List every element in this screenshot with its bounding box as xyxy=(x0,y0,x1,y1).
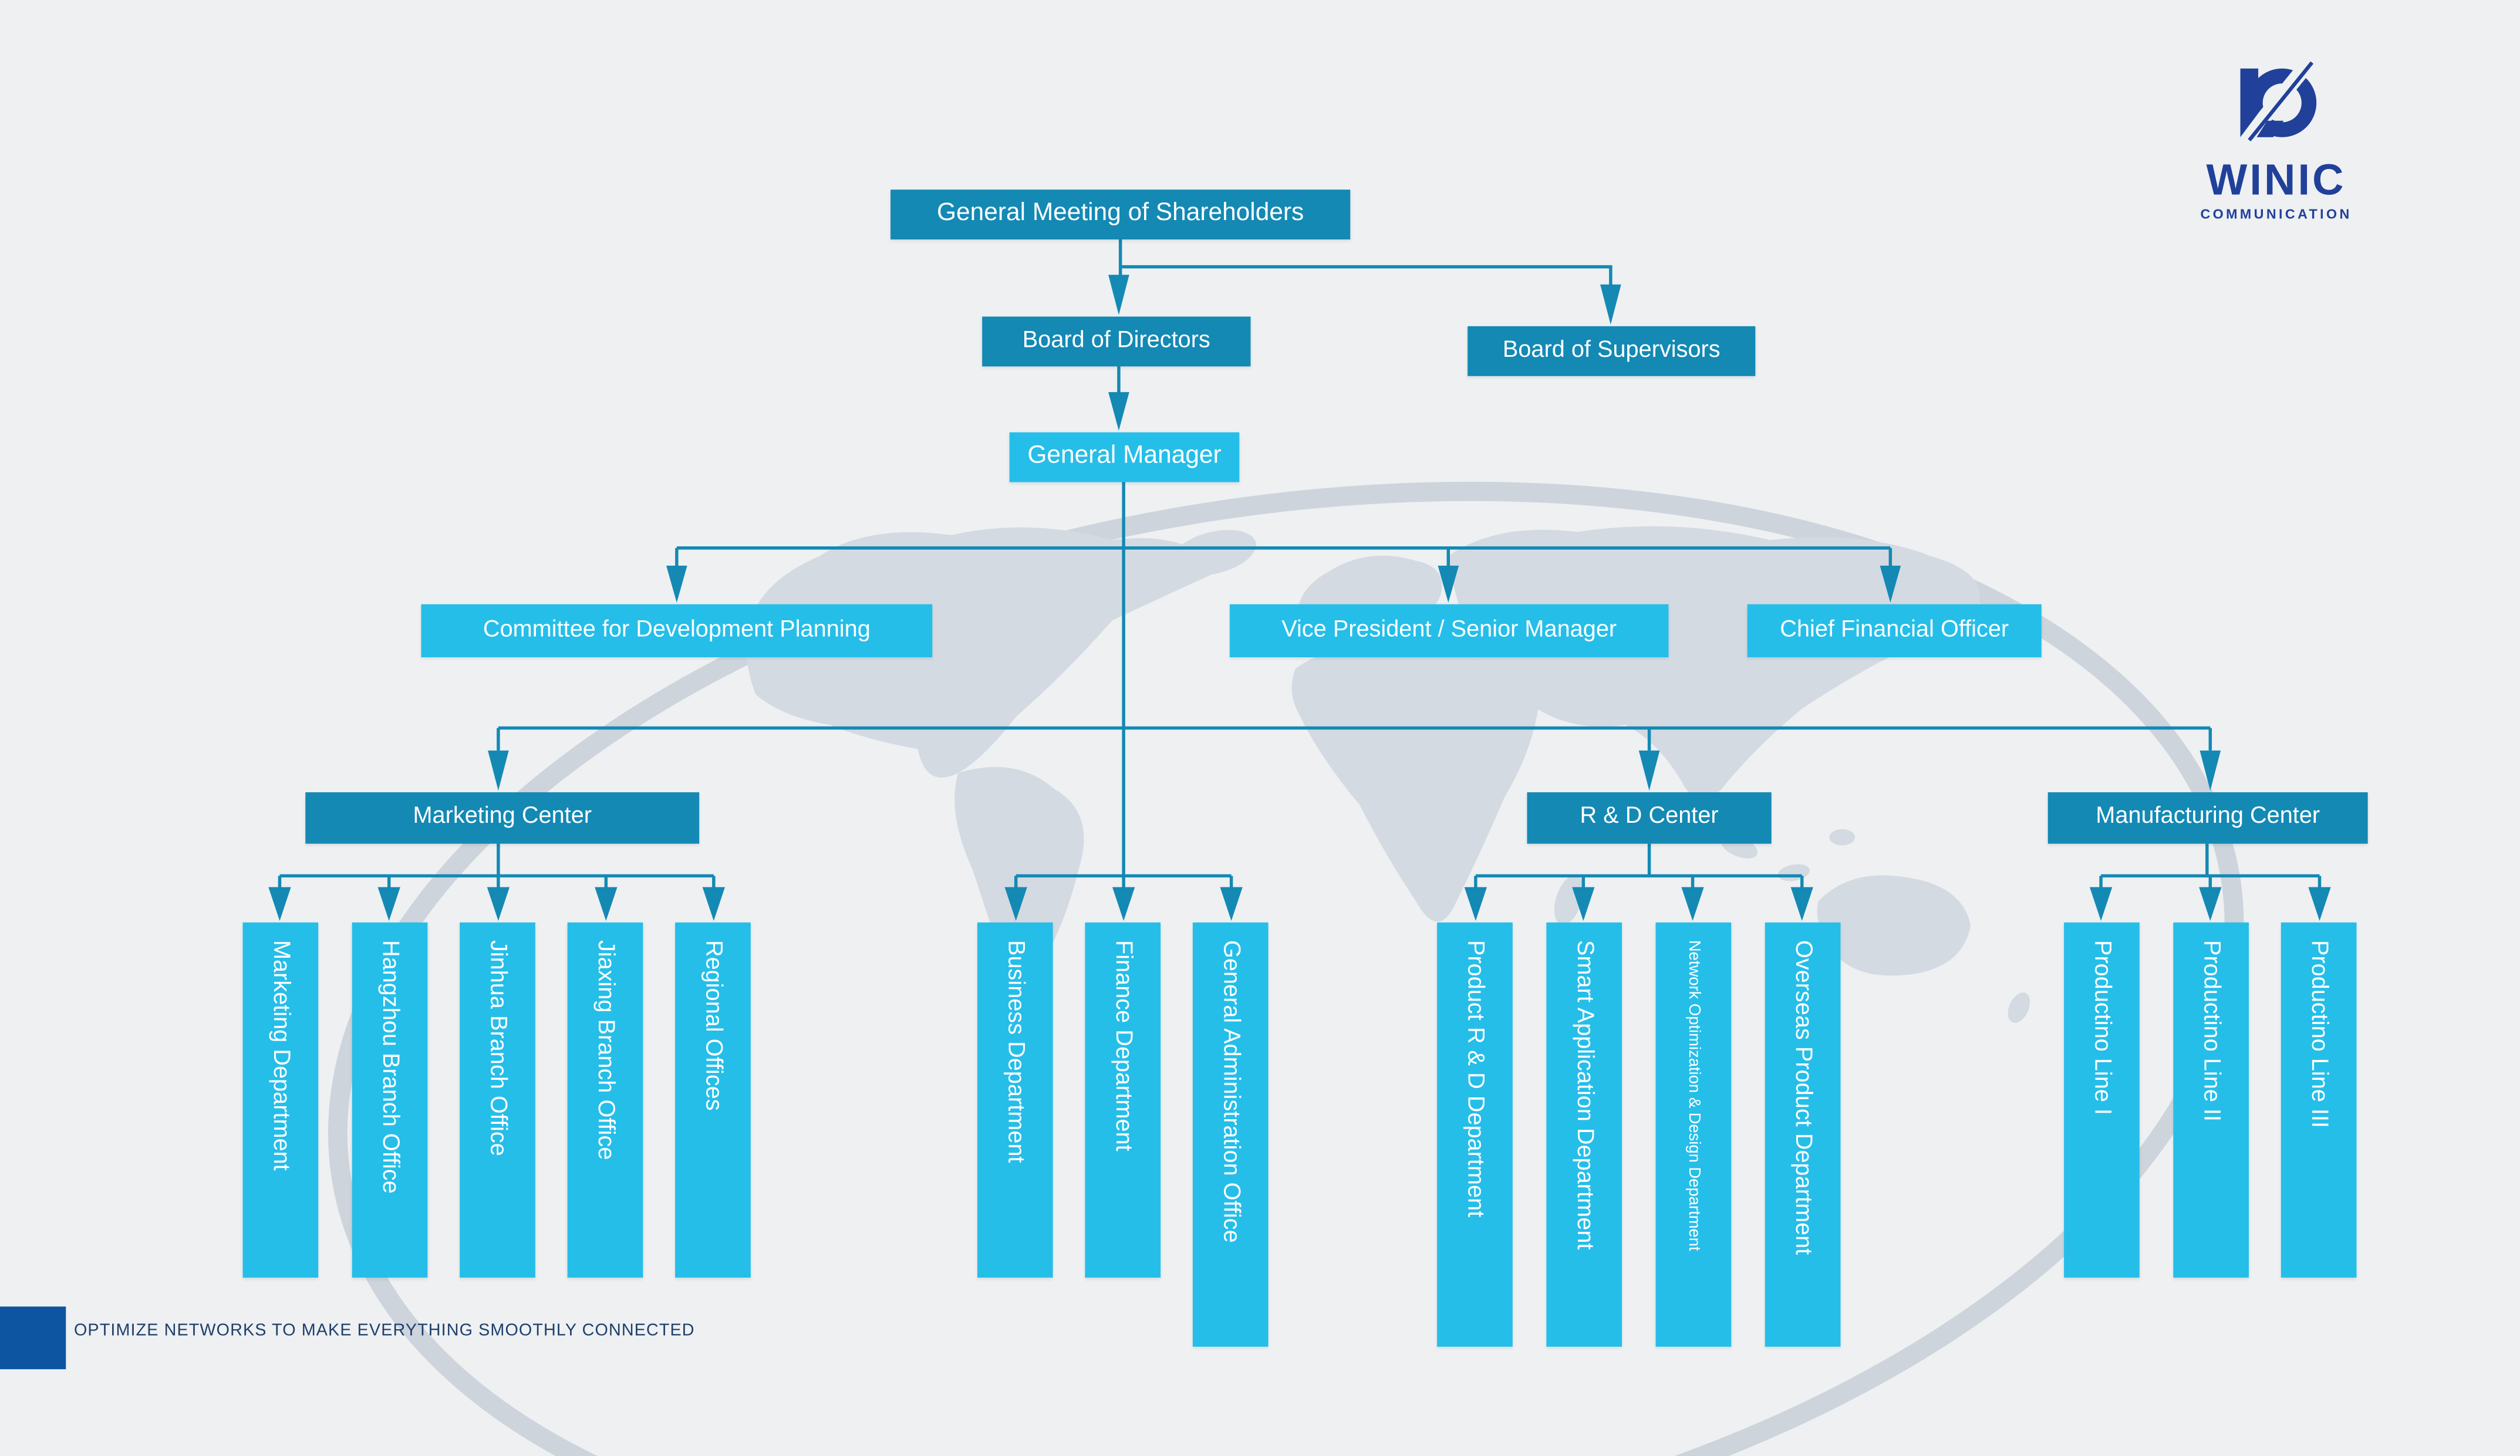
footer-slogan-text: OPTIMIZE NETWORKS TO MAKE EVERYTHING SMO… xyxy=(73,1320,695,1340)
footer-accent-square xyxy=(0,1306,66,1370)
node-general-manager: General Manager xyxy=(1009,432,1240,482)
node-board-of-supervisors: Board of Supervisors xyxy=(1468,326,1756,376)
node-vice-president-senior-manager: Vice President / Senior Manager xyxy=(1229,604,1669,658)
node-general-administration-office: General Administration Office xyxy=(1192,922,1269,1347)
node-business-department: Business Department xyxy=(977,922,1053,1278)
node-overseas-product-department: Overseas Product Department xyxy=(1765,922,1841,1347)
node-committee-development-planning: Committee for Development Planning xyxy=(421,604,933,658)
node-jinhua-branch-office: Jinhua Branch Office xyxy=(460,922,535,1278)
node-production-line-3: Productino Line III xyxy=(2281,922,2357,1278)
node-chief-financial-officer: Chief Financial Officer xyxy=(1747,604,2042,658)
node-production-line-1: Productino Line I xyxy=(2064,922,2140,1278)
node-marketing-center: Marketing Center xyxy=(305,792,700,844)
node-smart-application-department: Smart Application Department xyxy=(1546,922,1622,1347)
globe-arc xyxy=(328,481,2244,1456)
node-network-optimization-design-department: Network Optimization & Design Department xyxy=(1655,922,1732,1347)
node-finance-department: Finance Department xyxy=(1085,922,1161,1278)
node-marketing-department: Marketing Department xyxy=(242,922,319,1278)
winic-logo-icon xyxy=(2234,61,2322,145)
node-product-rd-department: Product R & D Department xyxy=(1437,922,1513,1347)
node-board-of-directors: Board of Directors xyxy=(982,316,1251,367)
arrowheads xyxy=(268,275,2331,921)
node-jiaxing-branch-office: Jiaxing Branch Office xyxy=(567,922,643,1278)
node-general-meeting-of-shareholders: General Meeting of Shareholders xyxy=(890,190,1351,240)
node-regional-offices: Regional Offices xyxy=(675,922,751,1278)
node-manufacturing-center: Manufacturing Center xyxy=(2047,792,2368,844)
logo-subtitle-text: COMMUNICATION xyxy=(2200,205,2352,222)
logo-brand-text: WINIC xyxy=(2206,156,2346,204)
node-rd-center: R & D Center xyxy=(1527,792,1772,844)
node-hangzhou-branch-office: Hangzhou Branch Office xyxy=(352,922,428,1278)
company-logo: WINIC COMMUNICATION xyxy=(2183,61,2370,221)
node-production-line-2: Productino Line II xyxy=(2173,922,2249,1278)
